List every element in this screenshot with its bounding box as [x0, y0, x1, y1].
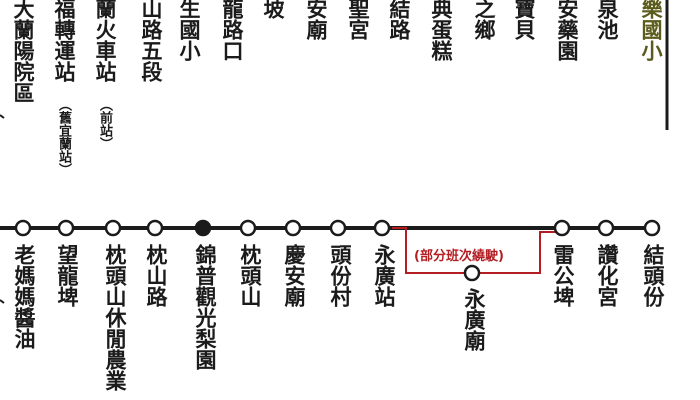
stop-label-s4: 枕山路 — [144, 244, 168, 307]
stop-label-s1: 老媽媽醬油 — [12, 244, 36, 349]
stop-label-s6: 枕頭山 — [238, 244, 262, 307]
upper-label-u2: 福轉運站 — [52, 0, 76, 82]
upper-label-u3-note: （前站） — [97, 98, 112, 150]
upper-label-u7: 坡 — [261, 0, 285, 19]
stop-label-s11: 讚化宮 — [595, 244, 619, 307]
stop-marker-s11 — [597, 219, 615, 237]
upper-label-u10: 結路 — [387, 0, 411, 40]
stop-marker-s8 — [329, 219, 347, 237]
stop-label-s12: 結頭份 — [641, 244, 665, 307]
stop-marker-s6 — [239, 219, 257, 237]
detour-note: (部分班次繞駛) — [414, 249, 504, 264]
stop-marker-s1 — [14, 219, 32, 237]
stop-marker-s5 — [194, 219, 212, 237]
stop-marker-s10 — [553, 219, 571, 237]
stop-marker-s3 — [104, 219, 122, 237]
stop-label-s10: 雷公埤 — [551, 244, 575, 307]
stop-label-s5: 錦普觀光梨園 — [193, 244, 217, 370]
stop-label-s9: 永廣站 — [372, 244, 396, 307]
detour-stop-marker — [463, 264, 481, 282]
upper-label-u12: 之鄉 — [472, 0, 496, 40]
upper-label-u9: 聖宮 — [346, 0, 370, 40]
upper-label-u1: 大蘭陽院區 — [11, 0, 35, 103]
edge-tick — [0, 299, 5, 304]
upper-label-u15: 泉池 — [595, 0, 619, 40]
upper-label-u16: 樂國小 — [639, 0, 663, 61]
upper-label-u5: 生國小 — [177, 0, 201, 61]
stop-marker-s12 — [643, 219, 661, 237]
edge-tick — [0, 114, 5, 119]
detour-stop-label: 永廣廟 — [462, 288, 486, 351]
upper-label-u11: 典蛋糕 — [429, 0, 453, 61]
stop-marker-s4 — [146, 219, 164, 237]
stop-label-s2: 望龍埤 — [55, 244, 79, 307]
upper-label-u14: 安藥園 — [555, 0, 579, 61]
upper-label-u4: 山路五段 — [139, 0, 163, 82]
stop-marker-s9 — [373, 219, 391, 237]
stop-label-s3: 枕頭山休閒農業 — [103, 244, 127, 391]
upper-label-u2-note: （舊宜蘭站） — [56, 98, 71, 176]
upper-label-u6: 龍路口 — [220, 0, 244, 61]
upper-label-u8: 安廟 — [304, 0, 328, 40]
upper-label-u13: 寶貝 — [512, 0, 536, 40]
stop-marker-s2 — [57, 219, 75, 237]
upper-label-u3: 蘭火車站 — [93, 0, 117, 82]
stop-label-s8: 頭份村 — [328, 244, 352, 307]
stop-marker-s7 — [284, 219, 302, 237]
stop-label-s7: 慶安廟 — [282, 244, 306, 307]
